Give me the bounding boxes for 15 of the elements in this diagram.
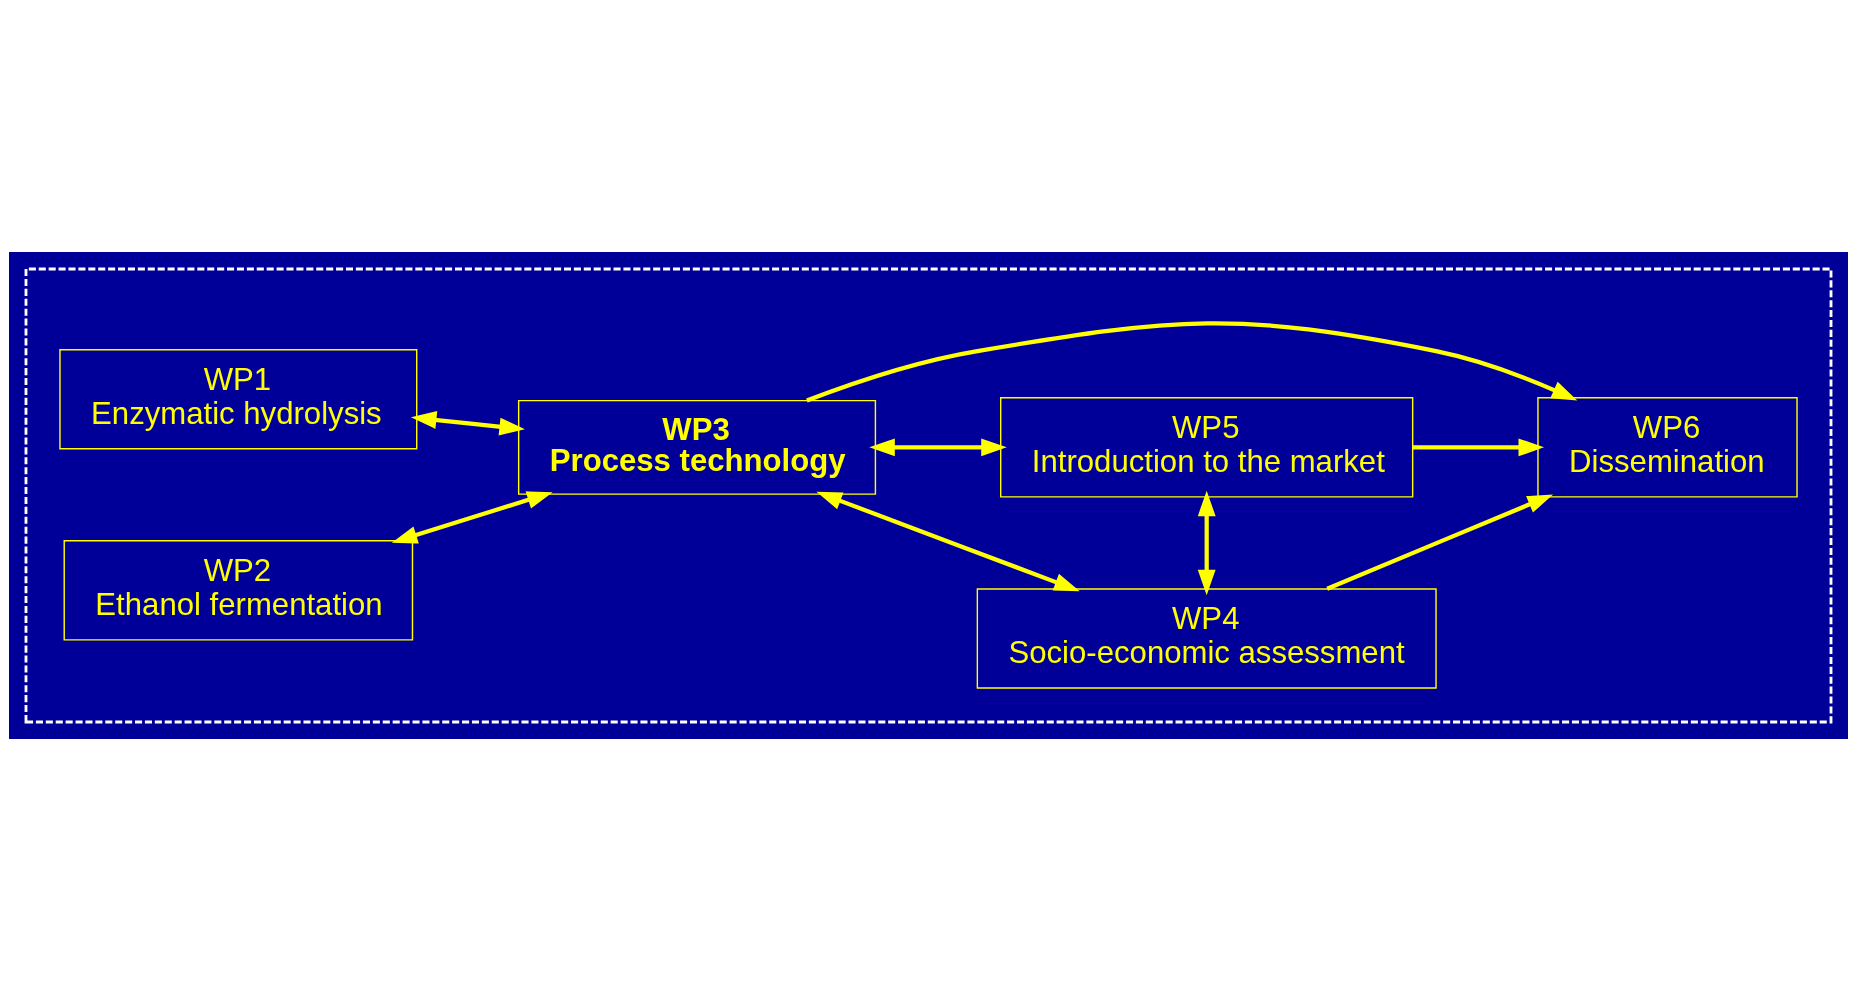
cluster	[24, 267, 1833, 724]
arrow	[869, 438, 1007, 457]
arrow	[816, 491, 1080, 592]
node-box: WP4 Socio-economic assessment	[976, 588, 1437, 689]
arrow	[391, 491, 553, 544]
arrow	[410, 411, 525, 436]
node-box: WP5 Introduction to the market	[1000, 397, 1414, 498]
node-box: WP2 Ethanol fermentation	[63, 540, 414, 641]
arrow	[1197, 490, 1216, 596]
node-box: WP3 Process technology	[517, 399, 877, 495]
node-box: WP6 Dissemination	[1537, 397, 1798, 498]
arrow	[1413, 438, 1545, 457]
node-box: WP1 Enzymatic hydrolysis	[59, 348, 418, 450]
arrow	[1326, 494, 1554, 591]
arrow	[806, 321, 1578, 403]
